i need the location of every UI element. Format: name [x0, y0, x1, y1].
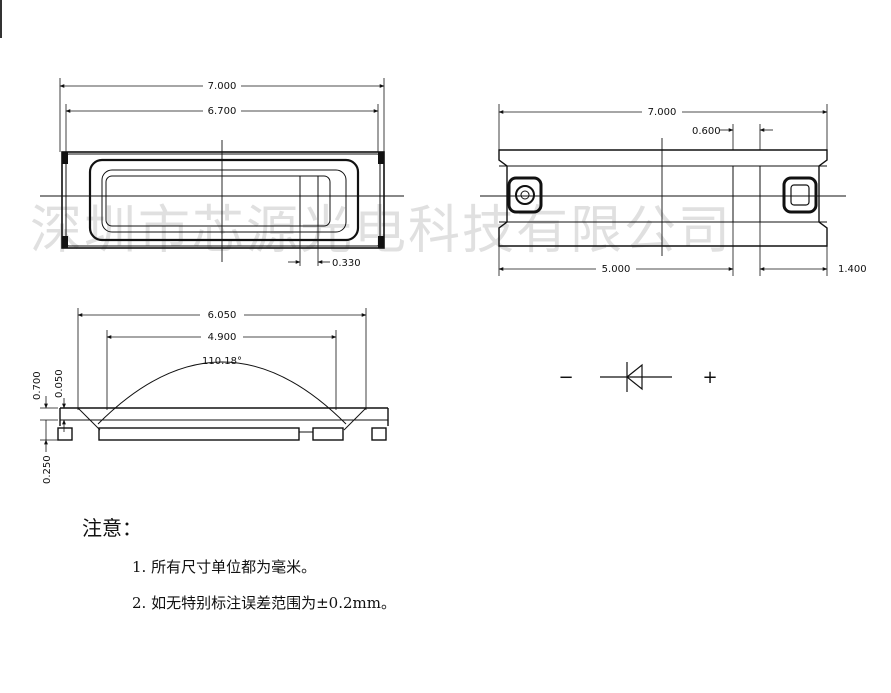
dim-lens-offset: 0.330 [332, 258, 361, 269]
dim-inner-width: 6.700 [208, 106, 237, 117]
bottom-view [480, 104, 846, 276]
note-item-1: 1. 所有尺寸单位都为毫米。 [132, 558, 317, 576]
dim-pad-width: 0.600 [692, 126, 721, 137]
frame-edge [0, 0, 2, 38]
dim-body-length: 5.000 [602, 264, 631, 275]
note-item-2: 2. 如无特别标注误差范围为±0.2mm。 [132, 594, 396, 612]
polarity-plus: + [702, 367, 717, 388]
dim-profile-outer-width: 6.050 [208, 310, 237, 321]
company-watermark: 深圳市芯源光电科技有限公司 [30, 201, 732, 261]
dim-pad-offset: 1.400 [838, 264, 867, 275]
top-view [40, 78, 404, 266]
dim-height-step: 0.050 [54, 369, 65, 398]
dim-overall-width: 7.000 [208, 81, 237, 92]
dim-height-total: 0.700 [32, 371, 43, 400]
dim-height-base: 0.250 [42, 455, 53, 484]
dim-beam-angle: 110.18° [202, 356, 242, 367]
polarity-minus: − [558, 367, 573, 388]
dim-profile-inner-width: 4.900 [208, 332, 237, 343]
dim-bottom-overall-width: 7.000 [648, 107, 677, 118]
diode-symbol [600, 362, 672, 392]
profile-view [40, 308, 389, 452]
notes-title: 注意： [82, 516, 142, 540]
